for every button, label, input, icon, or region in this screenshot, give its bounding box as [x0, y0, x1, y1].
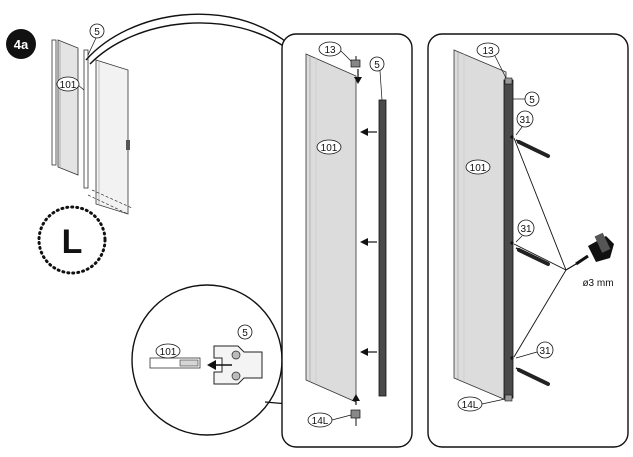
part-label-14l-middle: 14L — [307, 412, 333, 428]
drill-icon — [565, 232, 614, 271]
part-label-5-right: 5 — [524, 91, 540, 107]
middle-panel: 13 5 101 14L — [281, 33, 413, 448]
push-arrows — [360, 128, 377, 356]
part-label-101-detail: 101 — [155, 343, 181, 359]
part-label-13-middle: 13 — [318, 41, 342, 57]
part-label-13-right: 13 — [476, 42, 500, 58]
part-label-5-middle: 5 — [369, 56, 385, 72]
variant-letter: L — [62, 223, 83, 261]
overview-assembly: 101 5 — [51, 13, 293, 215]
svg-text:13: 13 — [324, 45, 336, 56]
part-label-101-right: 101 — [465, 159, 491, 175]
svg-text:14L: 14L — [312, 416, 329, 427]
detail-zoom-circle: 101 5 — [131, 284, 357, 436]
part-label-31-middle: 31 — [517, 219, 535, 237]
svg-text:5: 5 — [529, 95, 535, 106]
svg-text:31: 31 — [519, 115, 531, 126]
step-badge: 4a — [6, 29, 36, 59]
part-label-101-middle: 101 — [316, 139, 342, 155]
svg-text:13: 13 — [482, 46, 494, 57]
svg-text:14L: 14L — [462, 400, 479, 411]
part-label-5-overview: 5 — [89, 23, 105, 39]
step-number: 4a — [14, 37, 29, 52]
part-label-5-detail: 5 — [237, 324, 253, 340]
svg-text:31: 31 — [539, 346, 551, 357]
right-panel: ø3 mm 13 5 101 31 31 31 — [427, 33, 629, 448]
svg-text:101: 101 — [470, 163, 487, 174]
svg-text:31: 31 — [520, 224, 532, 235]
svg-text:101: 101 — [60, 80, 77, 91]
svg-text:101: 101 — [160, 347, 177, 358]
left-variant-badge: L — [37, 205, 107, 275]
svg-text:5: 5 — [94, 27, 100, 38]
screws — [515, 139, 550, 386]
part-label-31-top: 31 — [516, 110, 534, 128]
part-label-31-bottom: 31 — [536, 341, 554, 359]
svg-text:5: 5 — [374, 60, 380, 71]
drill-spec-label: ø3 mm — [582, 278, 613, 289]
part-label-101-overview: 101 — [56, 76, 80, 92]
part-label-14l-right: 14L — [457, 396, 483, 412]
svg-text:5: 5 — [242, 328, 248, 339]
svg-text:101: 101 — [321, 143, 338, 154]
